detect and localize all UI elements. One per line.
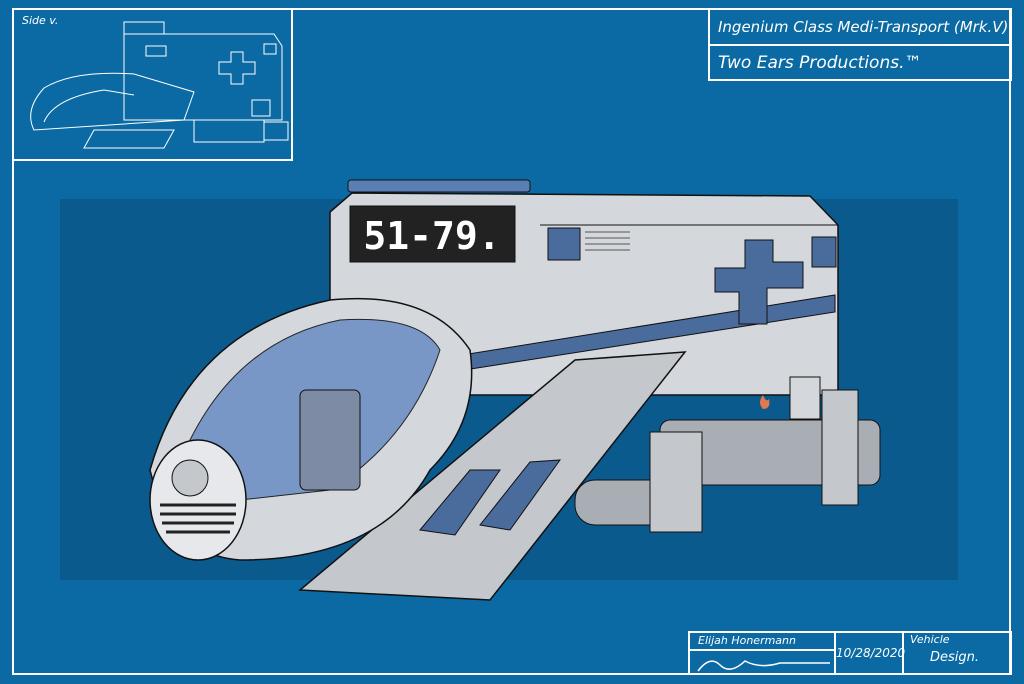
destination-display [349, 205, 516, 263]
roof-light-bar [347, 179, 531, 193]
vent-square-left [547, 227, 581, 261]
side-view-box: Side v. [12, 8, 293, 161]
signature-scribble [697, 660, 830, 672]
vehicle-title: Ingenium Class Medi-Transport (Mrk.V) [718, 18, 1009, 36]
engine-bracket [649, 431, 703, 533]
side-view-sketch [30, 21, 289, 149]
design-type-cell: Vehicle Design. [902, 631, 1012, 675]
rear-bracket [821, 389, 859, 506]
front-grille [149, 439, 247, 561]
headlight [171, 459, 209, 497]
side-view-label: Side v. [22, 14, 59, 27]
blueprint-frame [12, 8, 1011, 675]
fire-icon [760, 395, 770, 409]
design-type-line1: Vehicle [910, 633, 950, 646]
studio-name: Two Ears Productions.™ [710, 44, 1010, 80]
title-block: Ingenium Class Medi-Transport (Mrk.V) Tw… [708, 8, 1012, 81]
artist-signature [688, 649, 836, 675]
medical-cross-icon [714, 239, 804, 325]
design-type-line2: Design. [930, 650, 980, 665]
vent-square-right [811, 236, 837, 268]
date-cell: 10/28/2020 [834, 631, 905, 675]
artist-name: Elijah Honermann [688, 631, 836, 651]
pilot-seat [299, 389, 361, 491]
access-panel [789, 376, 821, 420]
display-text: 51-79. [363, 214, 500, 258]
signature-block: Elijah Honermann 10/28/2020 Vehicle Desi… [688, 631, 1012, 675]
